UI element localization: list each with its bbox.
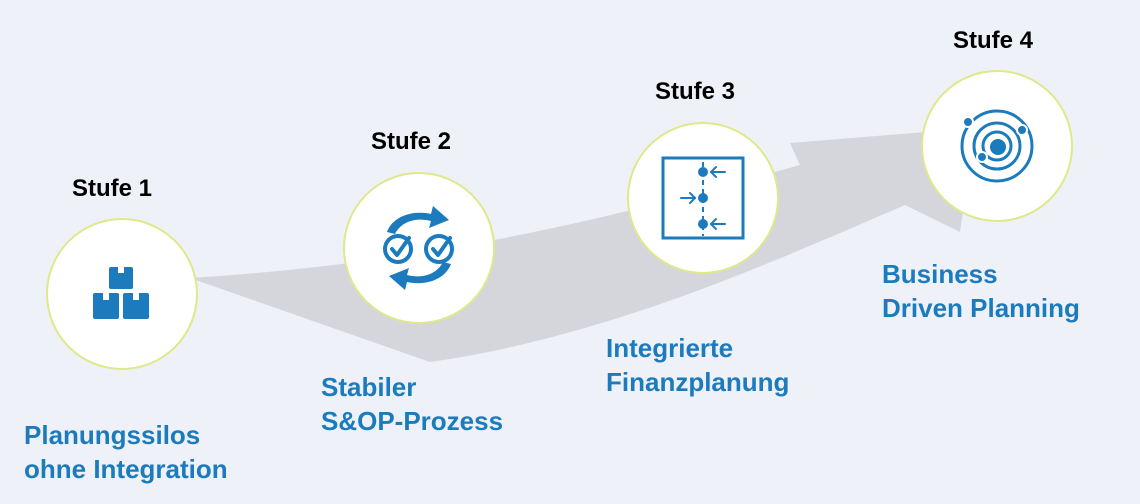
stage-3-title: Stufe 3 <box>655 78 736 105</box>
stage-2-label: Stabiler S&OP-Prozess <box>321 370 503 438</box>
stage-1-circle <box>46 218 198 370</box>
cycle-check-icon <box>383 206 454 290</box>
boxes-icon <box>93 267 149 319</box>
stage-1-title: Stufe 1 <box>72 175 153 202</box>
stage-4-title: Stufe 4 <box>953 27 1034 54</box>
stage-4-circle <box>921 70 1073 222</box>
stage-4-label: Business Driven Planning <box>882 257 1080 325</box>
stage-3-label: Integrierte Finanzplanung <box>606 331 789 399</box>
stage-2-label-line-1: Stabiler <box>321 372 417 402</box>
stage-3-circle <box>627 122 779 274</box>
stage-3-label-line-2: Finanzplanung <box>606 367 790 397</box>
stage-1-label: Planungssilos ohne Integration <box>24 418 228 486</box>
stage-3-label-line-1: Integrierte <box>606 333 734 363</box>
stage-2-circle <box>343 172 495 324</box>
stage-4-label-line-1: Business <box>882 259 998 289</box>
stage-1-label-line-1: Planungssilos <box>24 420 201 450</box>
stage-1-label-line-2: ohne Integration <box>24 454 228 484</box>
stage-2-label-line-2: S&OP-Prozess <box>321 406 504 436</box>
stage-4-label-line-2: Driven Planning <box>882 293 1080 323</box>
orbit-icon <box>960 109 1034 183</box>
merge-points-icon <box>661 156 745 240</box>
stage-2-title: Stufe 2 <box>371 128 452 155</box>
